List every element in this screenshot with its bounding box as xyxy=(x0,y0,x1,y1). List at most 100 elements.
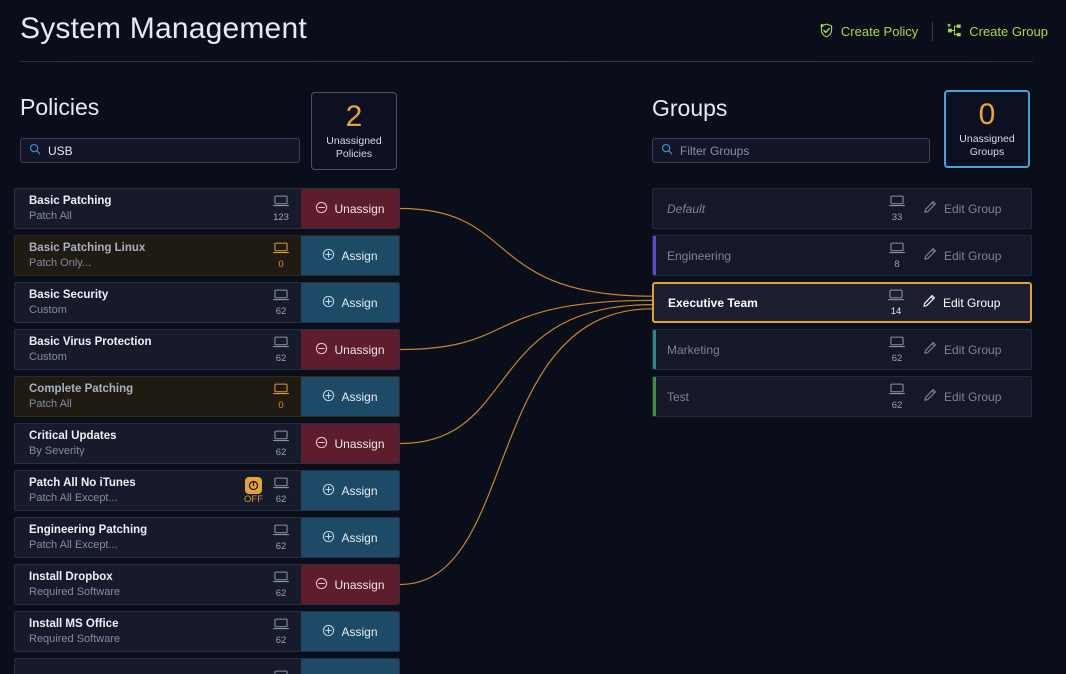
action-label: Unassign xyxy=(334,342,385,357)
unassigned-groups-label: Unassigned Groups xyxy=(959,133,1014,158)
group-name: Default xyxy=(667,201,706,216)
policy-device-count: 123 xyxy=(273,194,289,223)
circle-minus-icon xyxy=(315,201,328,217)
laptop-icon xyxy=(889,241,905,259)
policy-search-input[interactable]: USB xyxy=(20,138,300,163)
group-device-count: 14 xyxy=(888,288,904,317)
policy-row-meta: 62 xyxy=(273,612,301,651)
assign-button[interactable] xyxy=(301,659,399,674)
laptop-icon xyxy=(273,382,289,400)
laptop-icon xyxy=(273,288,289,306)
policy-device-count-value: 123 xyxy=(273,212,289,223)
assign-button[interactable]: Assign xyxy=(301,377,399,416)
policy-device-count: 62 xyxy=(273,429,289,458)
edit-group-button[interactable]: Edit Group xyxy=(923,236,1031,275)
policy-subtitle: Required Software xyxy=(29,586,121,598)
assign-button[interactable]: Assign xyxy=(301,471,399,510)
circle-plus-icon xyxy=(322,295,335,311)
assign-button[interactable]: Assign xyxy=(301,518,399,557)
laptop-icon xyxy=(889,335,905,353)
group-device-count-value: 33 xyxy=(891,212,903,223)
policy-device-count: 0 xyxy=(273,241,289,270)
policy-subtitle: Patch All Except... xyxy=(29,492,118,504)
group-name: Test xyxy=(667,389,690,404)
circle-plus-icon xyxy=(322,389,335,405)
group-accent-bar xyxy=(653,236,656,275)
group-row[interactable]: Test 62 Edit Group xyxy=(652,376,1032,417)
circle-minus-icon xyxy=(315,342,328,358)
pencil-icon xyxy=(923,200,937,217)
group-row-meta: 8 xyxy=(889,236,923,275)
edit-group-label: Edit Group xyxy=(943,295,1001,310)
page-title: System Management xyxy=(20,12,307,45)
edit-group-button[interactable]: Edit Group xyxy=(923,330,1031,369)
unassigned-policies-card[interactable]: 2 Unassigned Policies xyxy=(311,92,397,170)
policy-row-meta: 0 xyxy=(273,377,301,416)
group-row-meta: 14 xyxy=(888,284,922,321)
group-row[interactable]: Default 33 Edit Group xyxy=(652,188,1032,229)
assign-button[interactable]: Assign xyxy=(301,236,399,275)
group-name: Marketing xyxy=(667,342,720,357)
connector-line xyxy=(399,304,653,445)
group-row-meta: 33 xyxy=(889,189,923,228)
policy-row-meta: 0 xyxy=(273,236,301,275)
group-device-count-value: 8 xyxy=(894,259,900,270)
edit-group-label: Edit Group xyxy=(944,342,1002,357)
create-group-button[interactable]: Create Group xyxy=(947,23,1048,41)
group-row[interactable]: Marketing 62 Edit Group xyxy=(652,329,1032,370)
circle-minus-icon xyxy=(315,577,328,593)
policy-device-count-value: 62 xyxy=(275,306,287,317)
policy-name: Basic Patching Linux xyxy=(29,242,146,254)
unassigned-groups-count: 0 xyxy=(978,98,996,132)
policy-device-count: 62 xyxy=(273,617,289,646)
create-policy-button[interactable]: Create Policy xyxy=(819,23,918,41)
unassign-button[interactable]: Unassign xyxy=(301,565,399,604)
policy-name: Basic Patching xyxy=(29,195,112,207)
edit-group-button[interactable]: Edit Group xyxy=(923,377,1031,416)
policy-row-meta xyxy=(273,659,301,674)
search-icon xyxy=(29,142,41,160)
policy-name: Install MS Office xyxy=(29,618,119,630)
group-device-count: 62 xyxy=(889,335,905,364)
policy-device-count: 62 xyxy=(273,476,289,505)
unassign-button[interactable]: Unassign xyxy=(301,189,399,228)
unassigned-groups-card[interactable]: 0 Unassigned Groups xyxy=(944,90,1030,168)
laptop-icon xyxy=(273,335,289,353)
assign-button[interactable]: Assign xyxy=(301,612,399,651)
laptop-icon xyxy=(273,194,289,212)
laptop-icon xyxy=(273,617,289,635)
policy-row[interactable] xyxy=(14,658,400,674)
policy-subtitle: Patch All xyxy=(29,210,72,222)
group-search-input[interactable]: Filter Groups xyxy=(652,138,930,163)
policy-off-indicator: OFF xyxy=(244,476,263,505)
unassign-button[interactable]: Unassign xyxy=(301,330,399,369)
policy-device-count-value: 62 xyxy=(275,588,287,599)
policy-row-meta: 123 xyxy=(273,189,301,228)
edit-group-button[interactable]: Edit Group xyxy=(923,189,1031,228)
policy-off-label: OFF xyxy=(244,493,263,505)
policy-device-count: 0 xyxy=(273,382,289,411)
assign-button[interactable]: Assign xyxy=(301,283,399,322)
group-row-meta: 62 xyxy=(889,377,923,416)
circle-plus-icon xyxy=(322,483,335,499)
unassign-button[interactable]: Unassign xyxy=(301,424,399,463)
edit-group-button[interactable]: Edit Group xyxy=(922,284,1030,321)
connector-line xyxy=(399,207,653,297)
group-device-count-value: 62 xyxy=(891,400,903,411)
